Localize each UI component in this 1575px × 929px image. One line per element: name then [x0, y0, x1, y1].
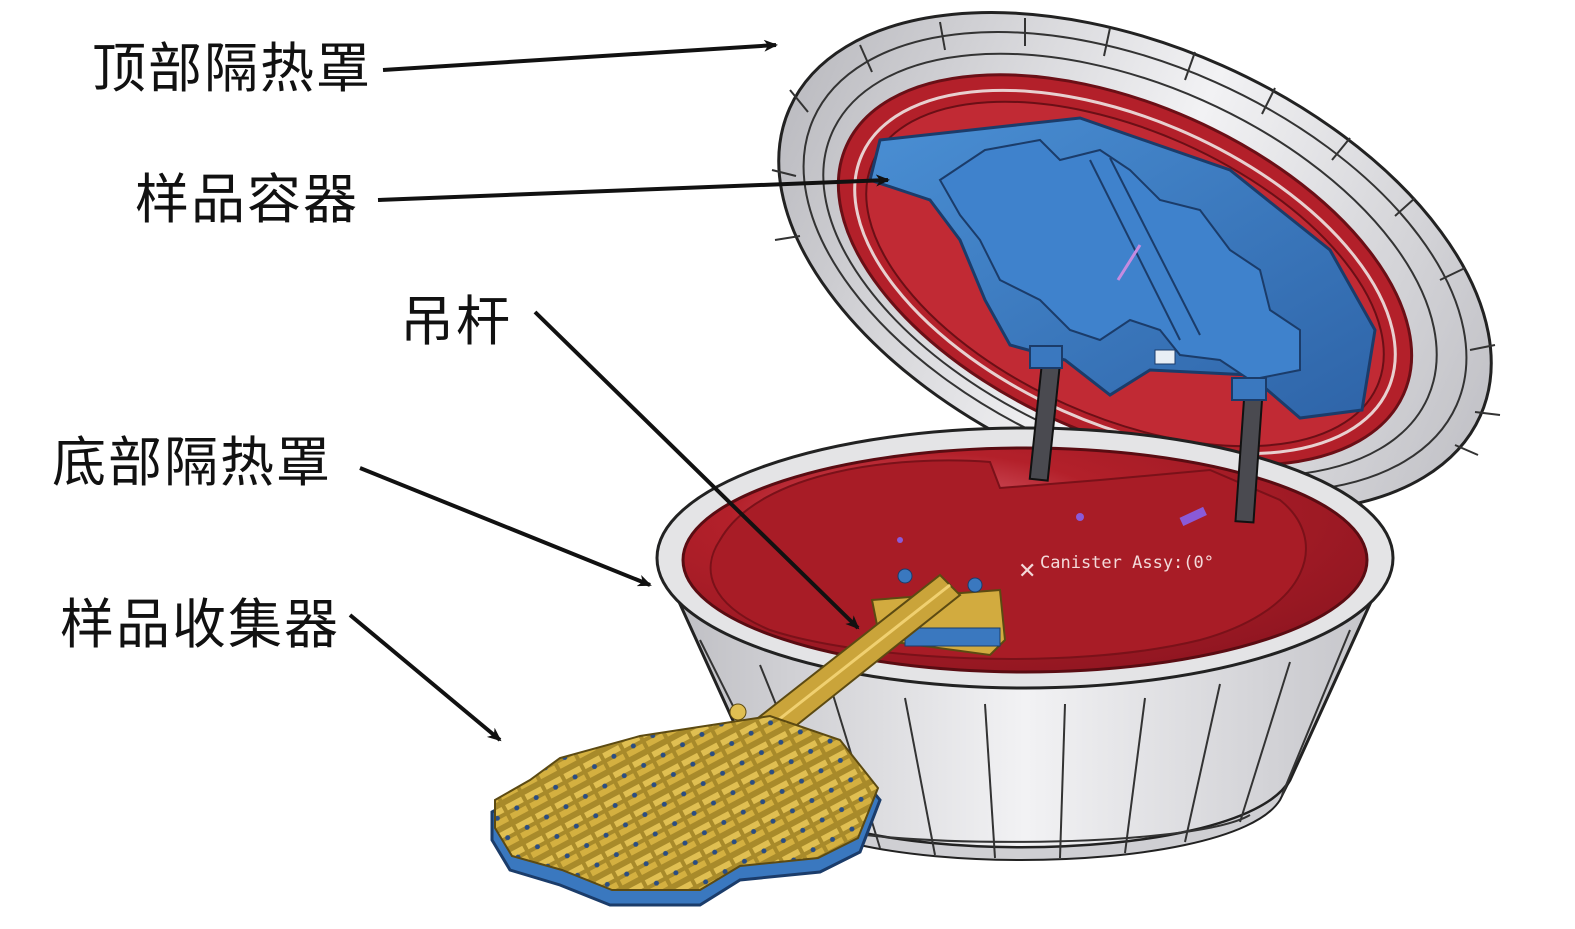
label-boom: 吊杆 — [400, 290, 512, 353]
arrow-bottom-heat-shield — [359, 466, 652, 587]
lid-grid — [771, 18, 1501, 456]
origin-marker-icon: ✕ — [1018, 559, 1036, 584]
boom-rod — [756, 568, 1007, 742]
leader-arrows — [348, 39, 890, 742]
label-bottom-heat-shield: 底部隔热罩 — [52, 431, 332, 494]
model-annotation: Canister Assy:(0° — [1040, 553, 1214, 573]
arrow-boom — [533, 310, 860, 630]
label-sample-container: 样品容器 — [135, 168, 359, 231]
arrow-sample-container — [377, 174, 890, 202]
hinge-posts — [1028, 345, 1267, 524]
arrow-top-heat-shield — [382, 39, 778, 72]
label-sample-collector: 样品收集器 — [60, 593, 340, 656]
sample-container — [868, 116, 1377, 420]
label-top-heat-shield: 顶部隔热罩 — [92, 37, 372, 100]
arrow-sample-collector — [348, 613, 502, 742]
sample-collector — [490, 703, 882, 907]
